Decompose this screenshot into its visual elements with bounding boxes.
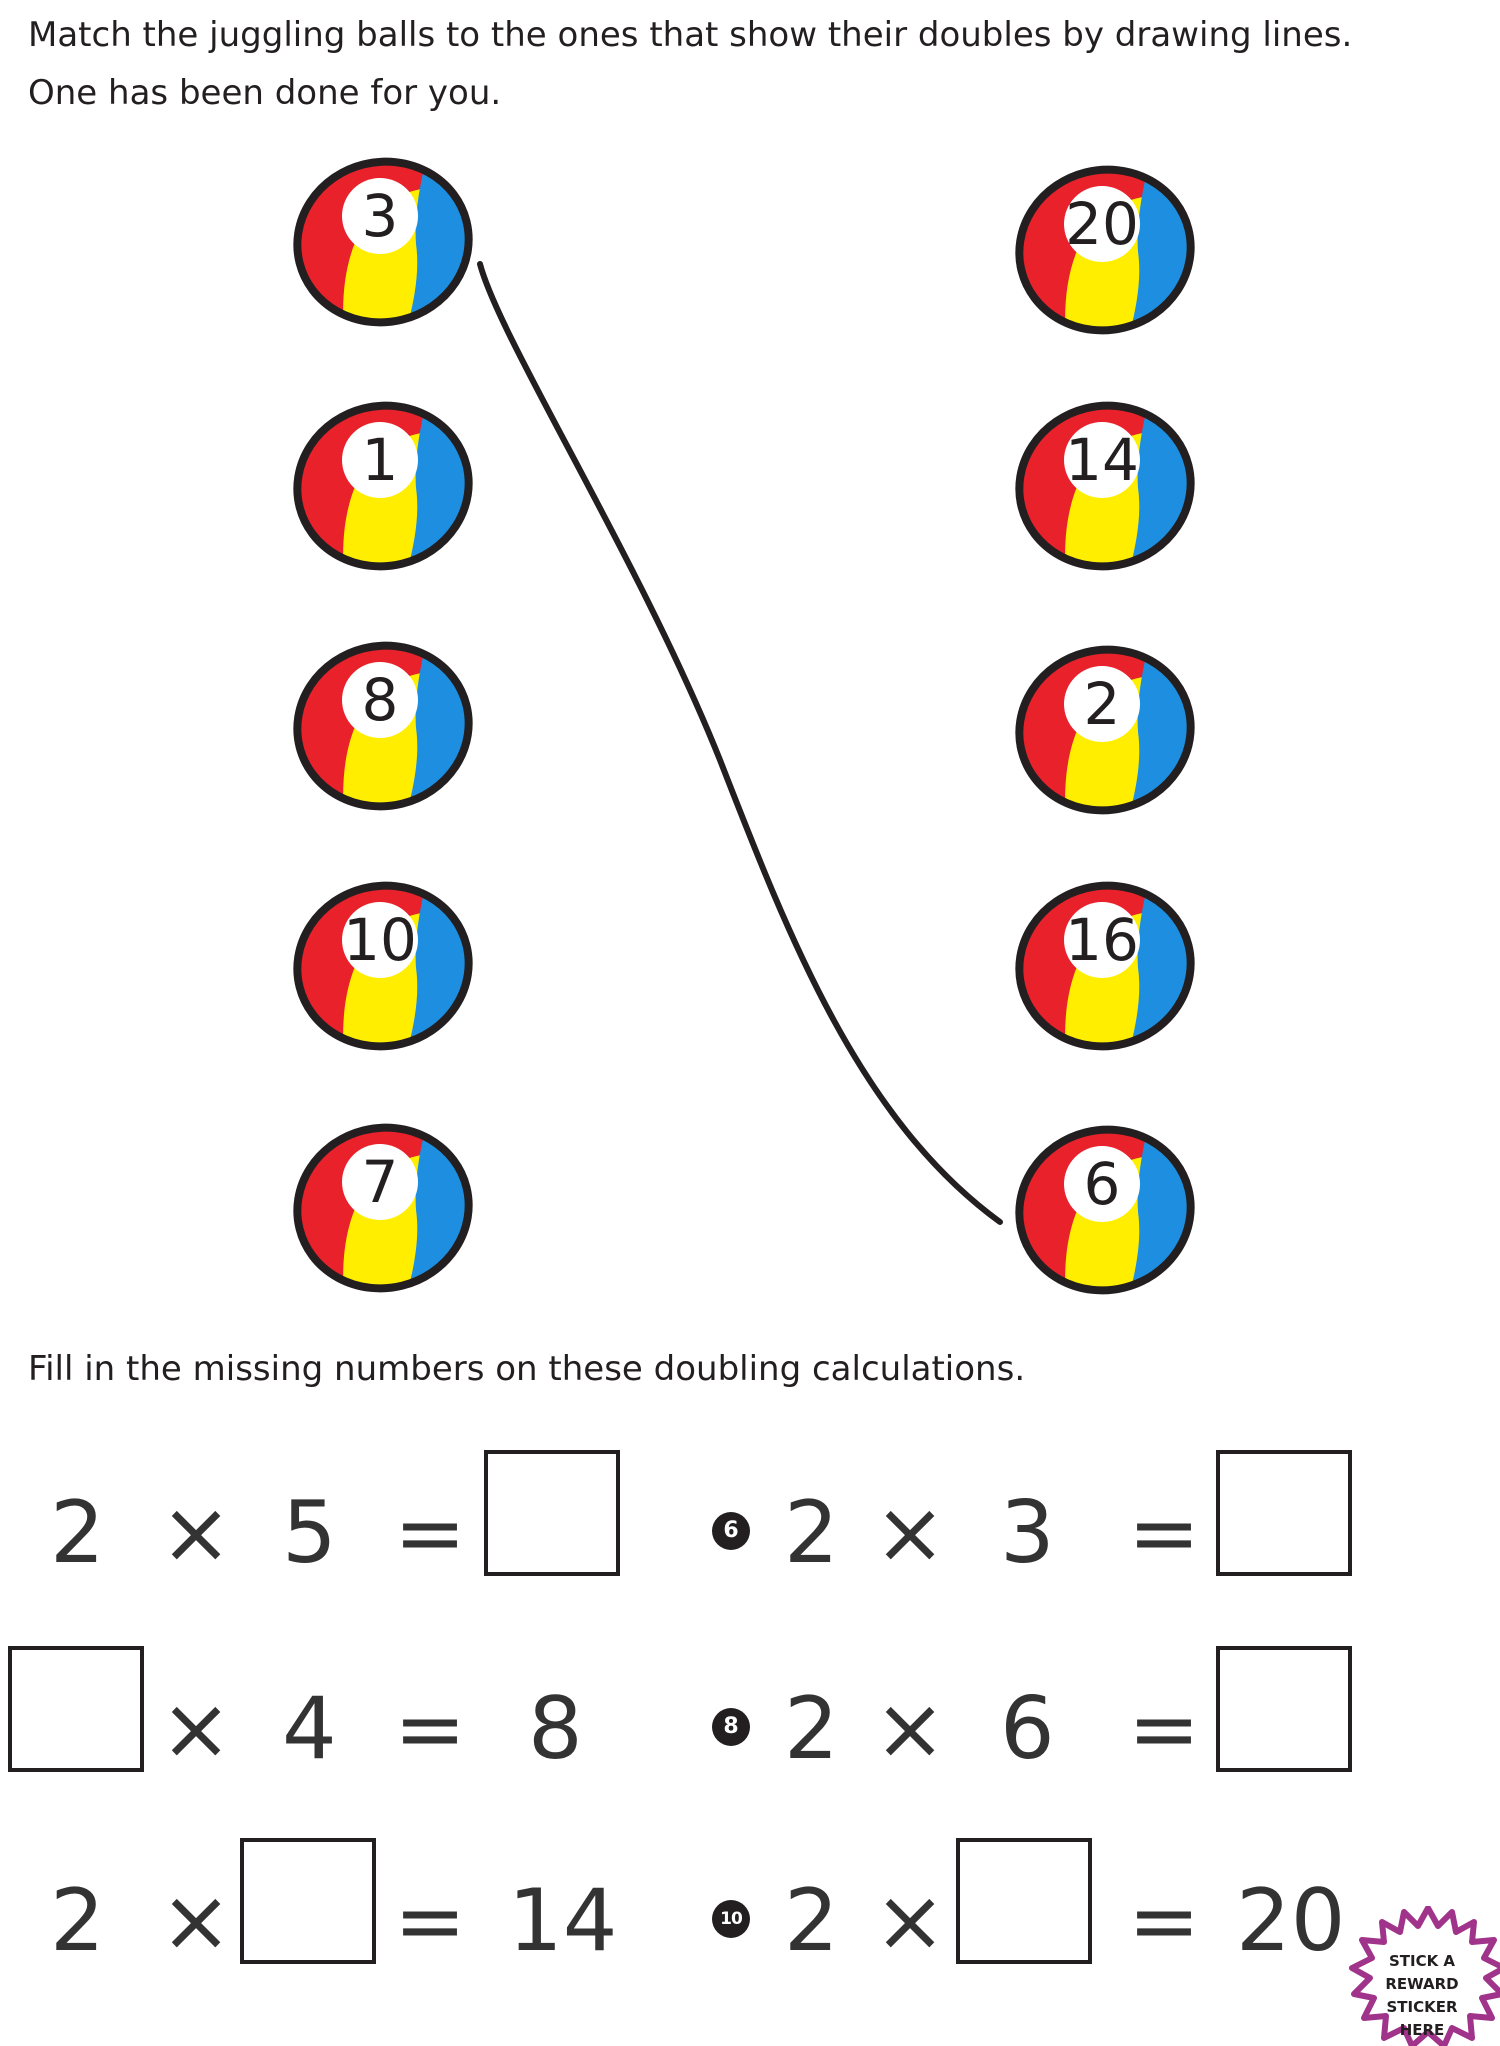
eq1-times: × (160, 1483, 233, 1583)
example-match-line (477, 261, 1003, 1225)
juggling-ball-left-3[interactable]: 8 (288, 636, 478, 816)
eq8-b: 6 (1000, 1679, 1055, 1779)
eq6-b: 3 (1000, 1483, 1055, 1583)
ball-number: 20 (1065, 190, 1139, 258)
juggling-ball-right-2[interactable]: 14 (1010, 396, 1200, 576)
q6-badge: 6 (712, 1512, 750, 1550)
ball-number: 14 (1065, 426, 1139, 494)
eq6-equals: = (1128, 1483, 1201, 1583)
eq10-result: 20 (1236, 1871, 1346, 1971)
eq10-equals: = (1128, 1871, 1201, 1971)
eq10-times: × (874, 1871, 947, 1971)
juggling-ball-right-1[interactable]: 20 (1010, 160, 1200, 340)
ball-number: 3 (361, 182, 399, 250)
sticker-text-1: STICK A (1388, 1952, 1456, 1970)
eq9-times: × (160, 1871, 233, 1971)
eq1-answer-box[interactable] (484, 1450, 620, 1576)
eq9-equals: = (394, 1871, 467, 1971)
q10-badge: 10 (712, 1900, 750, 1938)
juggling-ball-right-4[interactable]: 16 (1010, 876, 1200, 1056)
ball-number: 8 (361, 666, 399, 734)
q8-badge: 8 (712, 1708, 750, 1746)
ball-number: 7 (361, 1148, 399, 1216)
ball-number: 10 (343, 906, 417, 974)
eq7-b: 4 (282, 1679, 337, 1779)
eq7-result: 8 (528, 1679, 583, 1779)
eq7-times: × (160, 1679, 233, 1779)
eq6-answer-box[interactable] (1216, 1450, 1352, 1576)
equation-row-3: 2 × = 14 10 2 × = 20 (0, 1838, 1500, 1998)
juggling-ball-left-5[interactable]: 7 (288, 1118, 478, 1298)
ball-number: 6 (1083, 1150, 1121, 1218)
eq8-times: × (874, 1679, 947, 1779)
eq10-a: 2 (784, 1871, 839, 1971)
juggling-ball-left-2[interactable]: 1 (288, 396, 478, 576)
sticker-text-3: STICKER (1386, 1998, 1458, 2016)
eq1-equals: = (394, 1483, 467, 1583)
sticker-text-4: HERE (1399, 2021, 1445, 2039)
instruction-fill-in: Fill in the missing numbers on these dou… (28, 1349, 1026, 1389)
juggling-ball-left-1[interactable]: 3 (288, 152, 478, 332)
instruction-example: One has been done for you. (28, 73, 502, 113)
eq1-b: 5 (282, 1483, 337, 1583)
eq8-answer-box[interactable] (1216, 1646, 1352, 1772)
instruction-match: Match the juggling balls to the ones tha… (28, 15, 1353, 55)
juggling-ball-left-4[interactable]: 10 (288, 876, 478, 1056)
eq6-a: 2 (784, 1483, 839, 1583)
equation-row-2: × 4 = 8 8 2 × 6 = (0, 1646, 1500, 1806)
eq6-times: × (874, 1483, 947, 1583)
sticker-text-2: REWARD (1385, 1975, 1459, 1993)
eq10-answer-box[interactable] (956, 1838, 1092, 1964)
eq9-result: 14 (508, 1871, 618, 1971)
equation-row-1: 2 × 5 = 6 2 × 3 = (0, 1450, 1500, 1610)
juggling-ball-right-5[interactable]: 6 (1010, 1120, 1200, 1300)
ball-number: 2 (1083, 670, 1121, 738)
eq8-equals: = (1128, 1679, 1201, 1779)
eq8-a: 2 (784, 1679, 839, 1779)
ball-number: 16 (1065, 906, 1139, 974)
reward-sticker: STICK A REWARD STICKER HERE (1348, 1906, 1500, 2046)
eq7-answer-box[interactable] (8, 1646, 144, 1772)
ball-number: 1 (361, 426, 399, 494)
eq1-a: 2 (50, 1483, 105, 1583)
juggling-ball-right-3[interactable]: 2 (1010, 640, 1200, 820)
eq9-a: 2 (50, 1871, 105, 1971)
eq7-equals: = (394, 1679, 467, 1779)
eq9-answer-box[interactable] (240, 1838, 376, 1964)
